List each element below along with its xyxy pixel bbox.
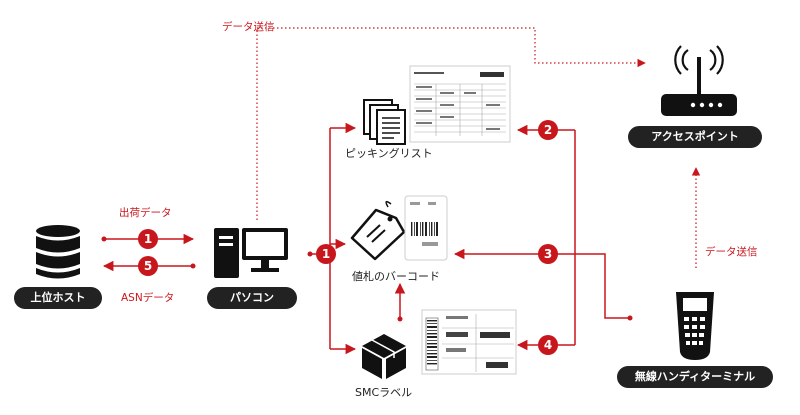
node-price-tag-label: 値札のバーコード (352, 270, 440, 283)
edge-asn-data-label: ASNデータ (121, 292, 175, 304)
connector-step3 (453, 248, 630, 319)
step-badge: 5 (138, 256, 158, 276)
step-badge: 3 (538, 244, 558, 264)
node-access-point-label: アクセスポイント (628, 126, 762, 148)
box-icon (362, 334, 406, 379)
edge-shipping-data-label: 出荷データ (119, 207, 172, 219)
node-host-label: 上位ホスト (14, 287, 102, 309)
price-tag-thumbnail (404, 195, 448, 261)
picking-sheet-thumbnail (409, 65, 511, 143)
step-badge: 1 (138, 229, 158, 249)
database-icon (36, 225, 80, 279)
price-tag-icon (350, 200, 406, 261)
edge-data-send-top-label: データ送信 (222, 21, 275, 33)
node-pc-label: パソコン (207, 287, 297, 309)
node-smc-label-label: SMCラベル (355, 386, 413, 399)
handheld-terminal-icon (676, 292, 714, 360)
step-badge: 4 (538, 335, 558, 355)
node-picking-list-label: ピッキングリスト (345, 147, 433, 160)
connector-data-send-top (256, 27, 646, 220)
step-badge: 2 (538, 120, 558, 140)
smc-label-thumbnail (421, 309, 517, 375)
edge-data-send-right-label: データ送信 (705, 246, 758, 258)
router-icon (661, 45, 737, 116)
documents-icon (363, 99, 406, 145)
step-badge: 1 (316, 244, 336, 264)
node-terminal-label: 無線ハンディターミナル (617, 366, 773, 388)
connector-dots (101, 236, 633, 322)
dotted-connectors (256, 27, 701, 268)
desktop-pc-icon (214, 228, 288, 278)
